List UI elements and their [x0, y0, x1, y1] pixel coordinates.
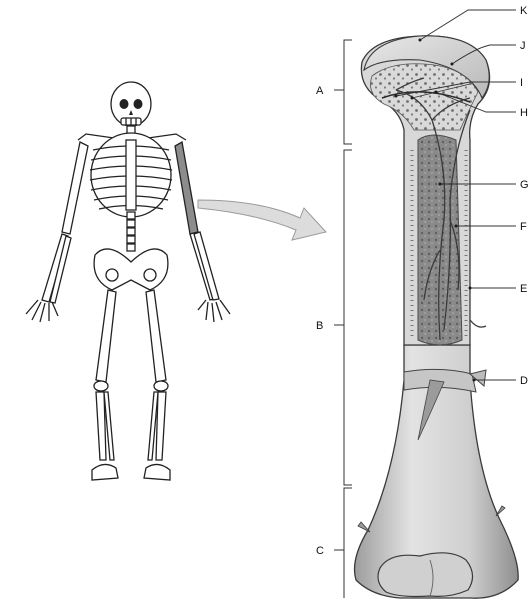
region-label-c: C — [316, 545, 324, 557]
region-brackets — [334, 40, 352, 598]
part-label-j: J — [520, 40, 526, 52]
pelvis — [94, 249, 168, 290]
region-label-b: B — [316, 320, 323, 332]
foot-right — [144, 464, 170, 480]
sternum — [126, 140, 136, 210]
femur-right — [146, 290, 166, 382]
part-label-d: D — [520, 375, 528, 387]
bracket-c — [344, 488, 352, 598]
femur-left — [96, 290, 116, 382]
bracket-b — [344, 150, 352, 485]
part-label-f: F — [520, 221, 527, 233]
part-label-h: H — [520, 107, 528, 119]
spine — [127, 212, 135, 251]
part-label-i: I — [520, 77, 523, 89]
region-label-a: A — [316, 85, 324, 97]
humerus-highlighted — [175, 142, 198, 234]
hand-left — [26, 300, 58, 322]
humerus-enlarged — [355, 36, 519, 598]
humerus-left — [62, 142, 88, 234]
foot-left — [92, 464, 118, 480]
bracket-a — [344, 40, 352, 144]
part-label-e: E — [520, 283, 527, 295]
skeleton-figure — [26, 82, 230, 480]
hand-right — [198, 300, 230, 322]
part-label-k: K — [520, 5, 528, 17]
magnify-arrow — [198, 200, 326, 240]
part-label-g: G — [520, 179, 529, 191]
